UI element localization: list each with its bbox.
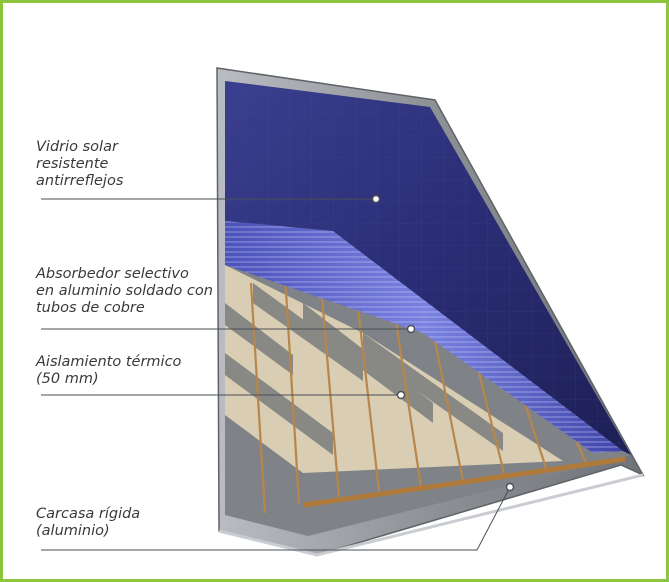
- copper-header: [302, 456, 626, 508]
- dot-insulation: [396, 390, 406, 400]
- glass-grid: [225, 81, 631, 455]
- leader-dots: [371, 194, 515, 492]
- solar-collector-illustration: [41, 67, 645, 557]
- leader-lines: [41, 198, 510, 551]
- dot-glass: [371, 194, 381, 204]
- frame-lip: [218, 473, 644, 557]
- leader-casing: [41, 488, 510, 551]
- label-glass: Vidrio solar resistente antirreflejos: [36, 139, 124, 189]
- label-insulation: Aislamiento térmico (50 mm): [36, 354, 182, 387]
- absorber-stripes: [225, 221, 623, 453]
- dot-absorber: [406, 324, 416, 334]
- label-casing: Carcasa rígida (aluminio): [36, 506, 141, 539]
- label-absorber: Absorbedor selectivo en aluminio soldado…: [36, 266, 213, 316]
- dot-casing: [505, 482, 515, 492]
